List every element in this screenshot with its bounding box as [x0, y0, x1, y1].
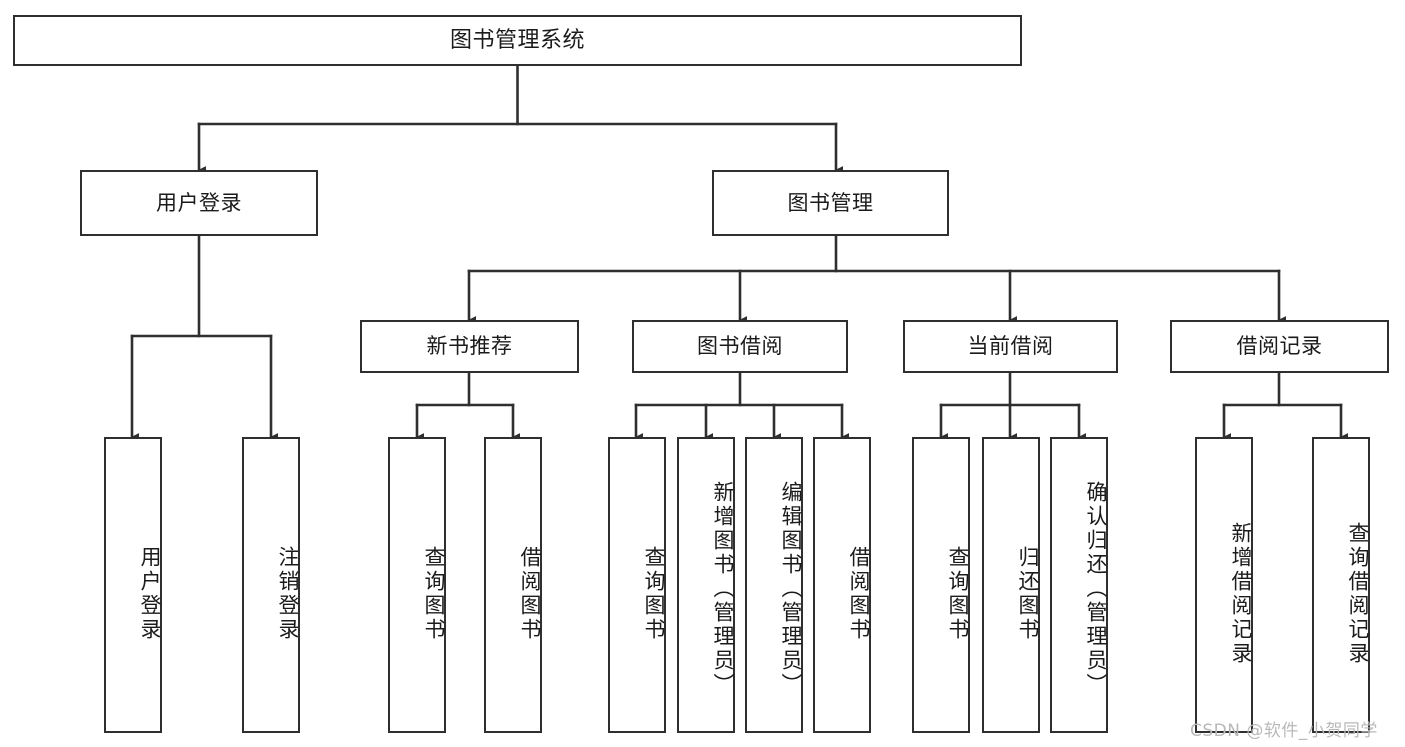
node-book-borrow[interactable]: 图书借阅	[632, 320, 848, 373]
node-borrow-record[interactable]: 借阅记录	[1170, 320, 1389, 373]
leaf-current-borrow-confirm-return-admin[interactable]: 确认归还（管理员）	[1050, 437, 1108, 733]
node-book-management[interactable]: 图书管理	[712, 170, 949, 236]
leaf-book-borrow-edit-book-admin[interactable]: 编辑图书（管理员）	[745, 437, 803, 733]
leaf-new-book-borrow-book[interactable]: 借阅图书	[484, 437, 542, 733]
leaf-book-borrow-query-book[interactable]: 查询图书	[608, 437, 666, 733]
leaf-current-borrow-query-book[interactable]: 查询图书	[912, 437, 970, 733]
node-new-book-recommend[interactable]: 新书推荐	[360, 320, 579, 373]
leaf-book-borrow-borrow-book[interactable]: 借阅图书	[813, 437, 871, 733]
csdn-watermark: CSDN @软件_小贺同学	[1190, 721, 1378, 741]
leaf-user-login-logout[interactable]: 注销登录	[242, 437, 300, 733]
leaf-current-borrow-return-book[interactable]: 归还图书	[982, 437, 1040, 733]
node-root-system[interactable]: 图书管理系统	[13, 15, 1022, 66]
node-current-borrow[interactable]: 当前借阅	[903, 320, 1118, 373]
leaf-book-borrow-add-book-admin[interactable]: 新增图书（管理员）	[677, 437, 735, 733]
leaf-borrow-record-add-record[interactable]: 新增借阅记录	[1195, 437, 1253, 733]
leaf-borrow-record-query-record[interactable]: 查询借阅记录	[1312, 437, 1370, 733]
node-user-login[interactable]: 用户登录	[80, 170, 318, 236]
leaf-new-book-query-book[interactable]: 查询图书	[388, 437, 446, 733]
leaf-user-login-login[interactable]: 用户登录	[104, 437, 162, 733]
